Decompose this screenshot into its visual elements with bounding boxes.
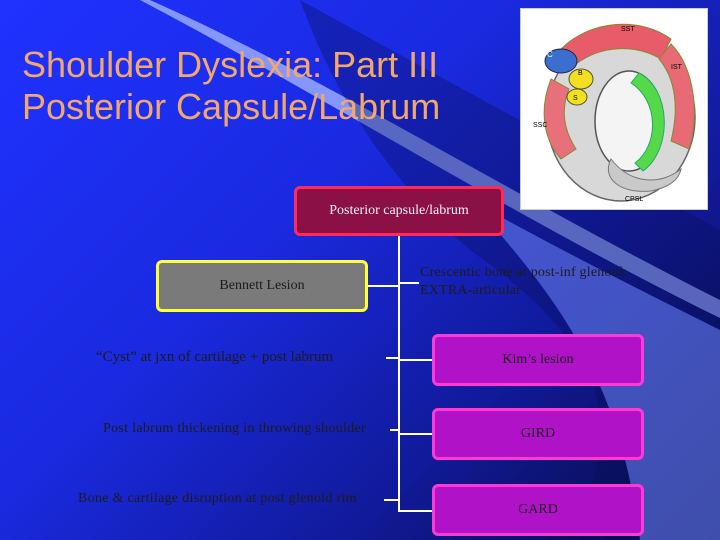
disruption-connector xyxy=(384,499,399,501)
root-node-label: Posterior capsule/labrum xyxy=(329,203,469,218)
bennett-lesion-node: Bennett Lesion xyxy=(156,260,368,312)
crescentic-connector xyxy=(399,282,419,284)
bennett-connector xyxy=(368,285,399,287)
shoulder-anatomy-figure: SST C B S IST SSC CPSL xyxy=(520,8,708,210)
title-line-1: Shoulder Dyslexia: Part III xyxy=(22,44,439,85)
slide-title: Shoulder Dyslexia: Part III Posterior Ca… xyxy=(22,44,502,128)
figure-label-cpsl: CPSL xyxy=(625,196,643,203)
root-node: Posterior capsule/labrum xyxy=(294,186,504,236)
figure-label-ist: IST xyxy=(671,64,683,71)
trunk-connector xyxy=(398,236,400,512)
bennett-lesion-label: Bennett Lesion xyxy=(219,278,305,293)
title-line-2: Posterior Capsule/Labrum xyxy=(22,86,441,127)
gird-node: GIRD xyxy=(432,408,644,460)
figure-label-sst: SST xyxy=(621,26,635,33)
figure-label-ssc: SSC xyxy=(533,122,547,129)
figure-label-c: C xyxy=(547,50,553,59)
gard-connector xyxy=(399,510,432,512)
kim-lesion-label: Kim’s lesion xyxy=(502,352,574,367)
gird-label: GIRD xyxy=(520,426,556,441)
figure-label-s: S xyxy=(573,95,578,102)
cyst-text: “Cyst” at jxn of cartilage + post labrum xyxy=(96,349,334,365)
kim-connector xyxy=(399,359,432,361)
kim-lesion-node: Kim’s lesion xyxy=(432,334,644,386)
cyst-connector xyxy=(386,357,399,359)
crescentic-bone-text: Crescentic bone at post-inf glenoid; EXT… xyxy=(420,265,628,298)
figure-label-b: B xyxy=(578,70,583,77)
gird-connector xyxy=(399,433,432,435)
bone-cartilage-disruption-text: Bone & cartilage disruption at post glen… xyxy=(78,491,357,506)
gard-node: GARD xyxy=(432,484,644,536)
labrum-thickening-text: Post labrum thickening in throwing shoul… xyxy=(103,421,366,436)
gard-label: GARD xyxy=(518,502,558,517)
thickening-connector xyxy=(390,429,399,431)
glenoid-illustration: SST C B S IST SSC CPSL xyxy=(533,23,696,203)
